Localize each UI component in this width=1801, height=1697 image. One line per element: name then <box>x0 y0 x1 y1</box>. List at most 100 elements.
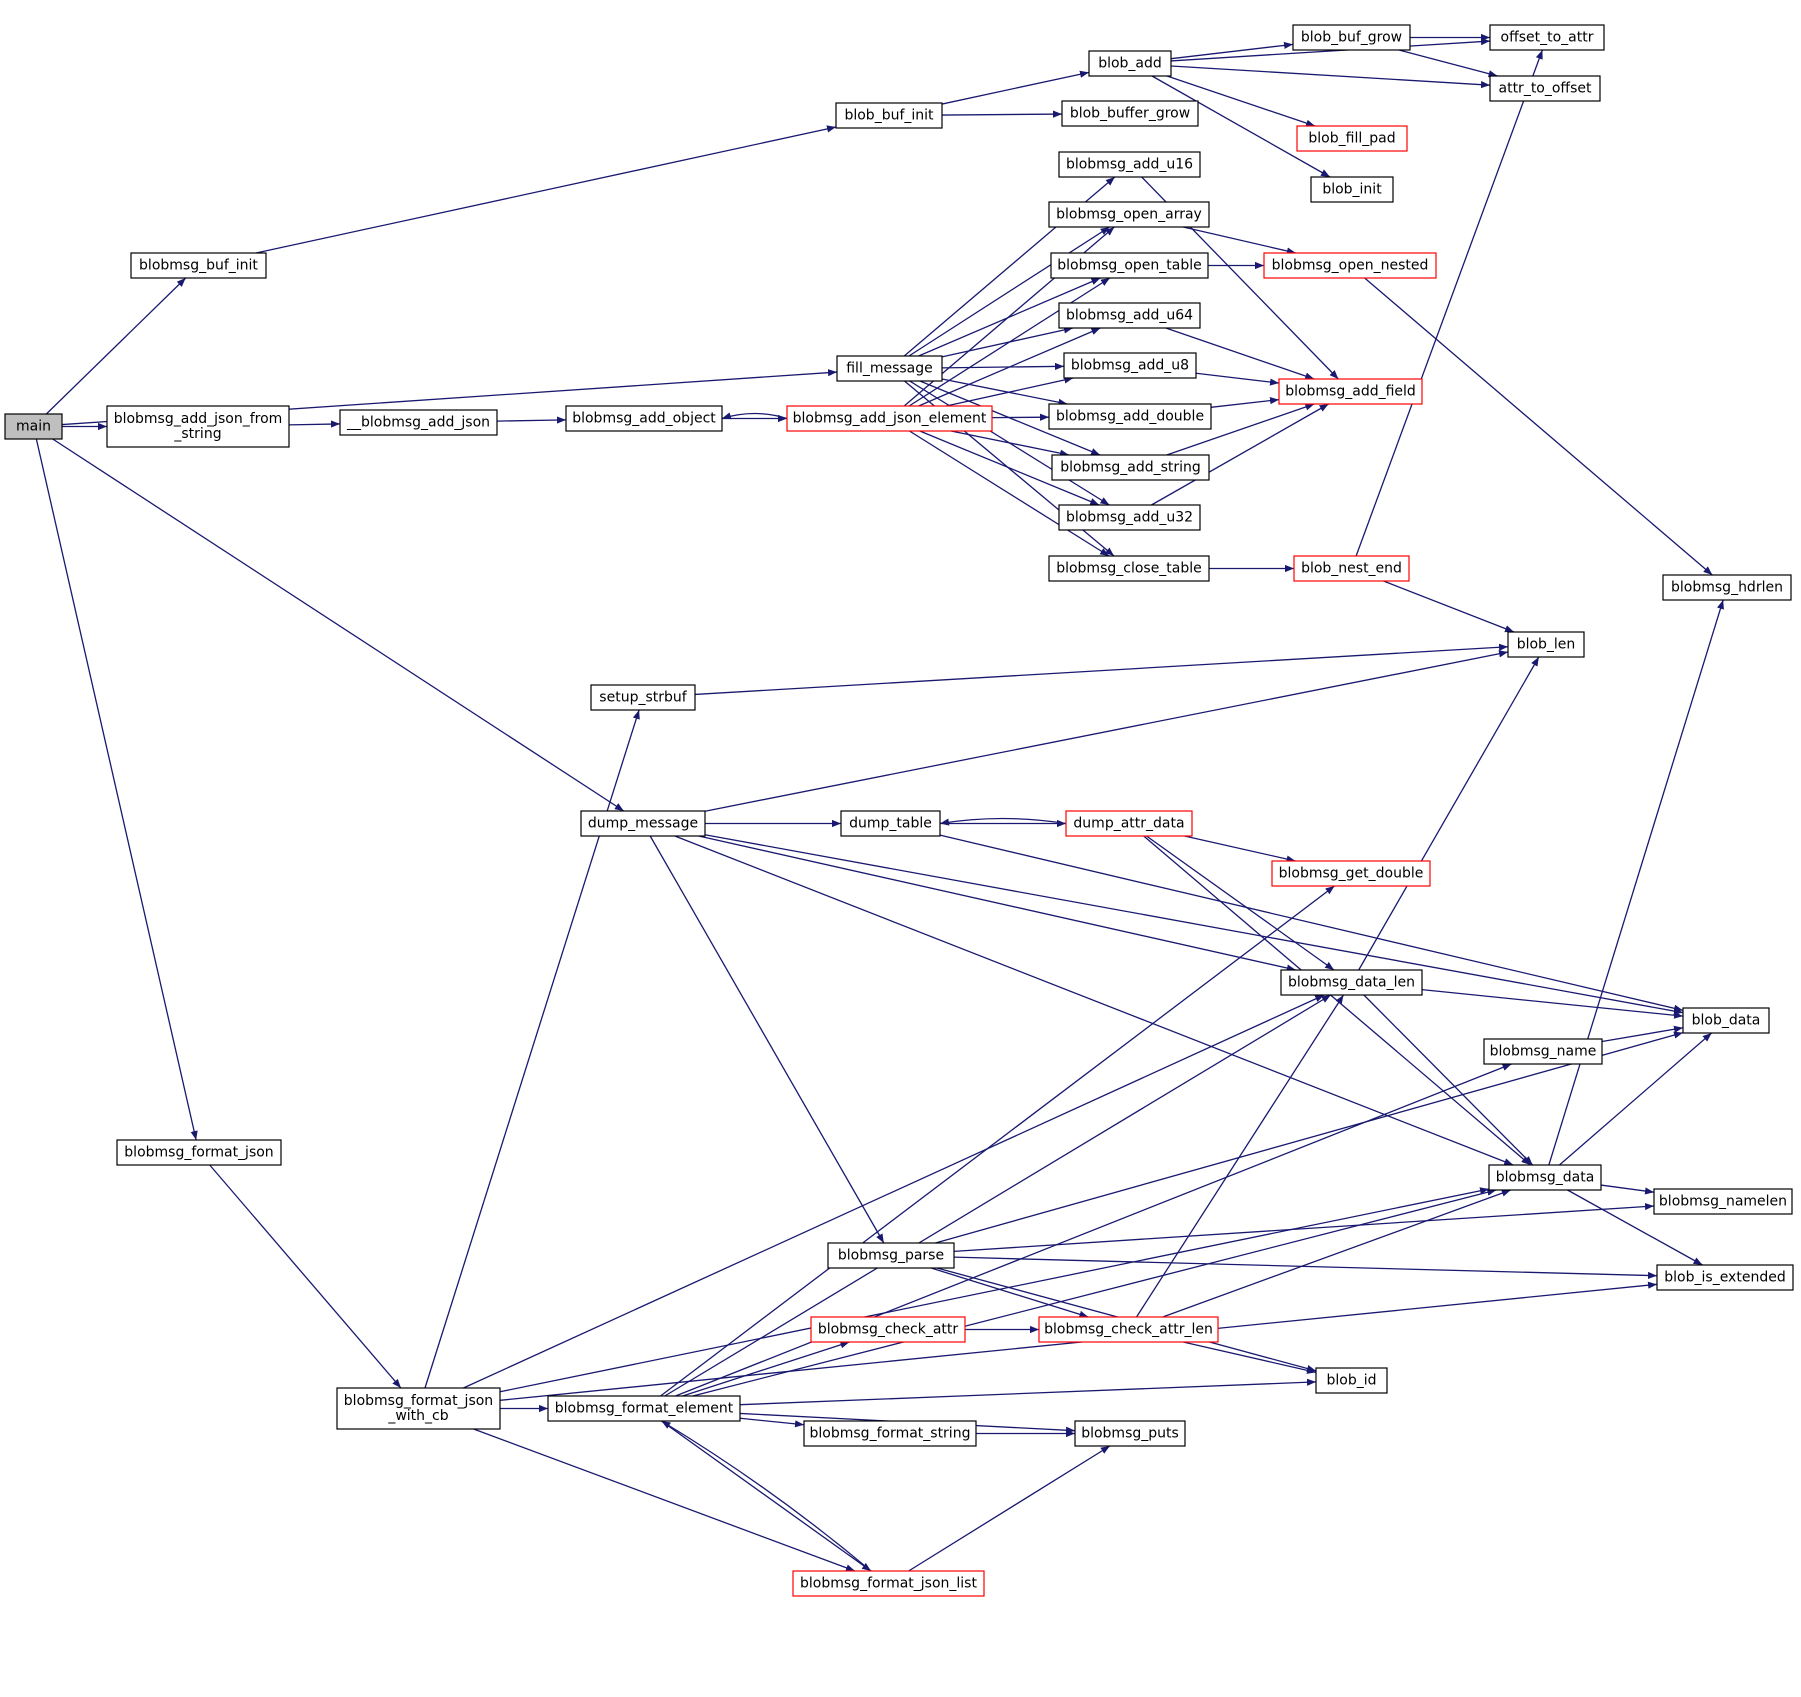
node-box <box>1048 555 1210 582</box>
node-label: blobmsg_add_u64 <box>1066 308 1193 324</box>
node-box <box>1293 555 1410 582</box>
node-blobmsg_add_double[interactable]: blobmsg_add_double <box>1048 403 1212 430</box>
node-label: blobmsg_name <box>1490 1044 1597 1060</box>
node-blobmsg_add_string[interactable]: blobmsg_add_string <box>1051 454 1210 481</box>
node-fill_message[interactable]: fill_message <box>836 355 943 382</box>
node-label: blob_nest_end <box>1301 561 1402 577</box>
node-blobmsg_add_u32[interactable]: blobmsg_add_u32 <box>1058 504 1201 531</box>
edge-blobmsg_check_attr_len-to-blobmsg_data_len <box>1135 994 1345 1318</box>
node-blobmsg_parse[interactable]: blobmsg_parse <box>827 1242 955 1269</box>
node-label: main <box>16 419 51 435</box>
edge-setup_strbuf-to-blob_len <box>694 643 1509 696</box>
node-blobmsg_add_u16[interactable]: blobmsg_add_u16 <box>1058 151 1201 178</box>
node-blobmsg_get_double[interactable]: blobmsg_get_double <box>1271 860 1431 887</box>
node-blob_buf_init[interactable]: blob_buf_init <box>835 102 943 129</box>
node-box <box>1507 631 1585 658</box>
node-label: blobmsg_puts <box>1081 1426 1179 1442</box>
edge-blobmsg_format_element-to-blobmsg_get_double <box>660 885 1335 1397</box>
node-label: blob_buffer_grow <box>1070 106 1190 122</box>
node-blobmsg_format_json_with_cb[interactable]: blobmsg_format_json_with_cb <box>336 1387 501 1430</box>
edge-blobmsg_format_json_with_cb-to-blobmsg_data <box>499 1187 1490 1393</box>
node-blobmsg_hdrlen[interactable]: blobmsg_hdrlen <box>1662 574 1792 601</box>
edge-fill_message-to-blobmsg_add_string <box>919 380 1101 456</box>
edge-blobmsg_format_json-to-blobmsg_format_json_with_cb <box>209 1164 402 1389</box>
node-blob_init[interactable]: blob_init <box>1310 176 1394 203</box>
edge-blobmsg_format_element-to-blobmsg_check_attr <box>682 1341 850 1397</box>
node-blobmsg_check_attr[interactable]: blobmsg_check_attr <box>810 1316 966 1343</box>
node-blob_fill_pad[interactable]: blob_fill_pad <box>1296 125 1408 152</box>
edge-dump_message-to-blob_len <box>704 650 1509 812</box>
node-main[interactable]: main <box>4 413 63 440</box>
node-blob_is_extended[interactable]: blob_is_extended <box>1656 1264 1794 1291</box>
node-blobmsg_open_array[interactable]: blobmsg_open_array <box>1048 201 1210 228</box>
node-box <box>339 409 498 436</box>
edge-dump_message-to-blobmsg_data <box>674 835 1514 1166</box>
node-blobmsg_format_json_list[interactable]: blobmsg_format_json_list <box>792 1570 985 1597</box>
node-setup_strbuf[interactable]: setup_strbuf <box>590 684 696 711</box>
node-attr_to_offset[interactable]: attr_to_offset <box>1489 75 1601 102</box>
node-box <box>1489 24 1605 51</box>
node-box <box>1050 252 1209 279</box>
node-label: blobmsg_data_len <box>1288 975 1415 991</box>
node-blobmsg_add_field[interactable]: blobmsg_add_field <box>1278 378 1423 405</box>
node-box <box>786 405 993 432</box>
node-label: setup_strbuf <box>599 690 687 706</box>
node-__blobmsg_add_json[interactable]: __blobmsg_add_json <box>339 409 498 436</box>
node-blob_add[interactable]: blob_add <box>1088 50 1172 77</box>
edge-fill_message-to-blobmsg_add_double <box>941 378 1068 406</box>
node-label: blobmsg_open_nested <box>1272 258 1429 274</box>
node-blobmsg_data[interactable]: blobmsg_data <box>1488 1164 1602 1191</box>
node-label: blobmsg_format_string <box>810 1426 971 1442</box>
node-blobmsg_check_attr_len[interactable]: blobmsg_check_attr_len <box>1038 1316 1219 1343</box>
node-label: offset_to_attr <box>1501 30 1594 46</box>
node-blobmsg_add_json_element[interactable]: blobmsg_add_json_element <box>786 405 993 432</box>
node-blobmsg_format_element[interactable]: blobmsg_format_element <box>547 1395 741 1422</box>
node-box <box>1483 1038 1603 1065</box>
node-dump_message[interactable]: dump_message <box>580 810 706 837</box>
node-blobmsg_puts[interactable]: blobmsg_puts <box>1074 1420 1186 1447</box>
node-blobmsg_format_string[interactable]: blobmsg_format_string <box>803 1420 977 1447</box>
edge-blobmsg_data-to-blobmsg_namelen <box>1600 1184 1655 1195</box>
edge-fill_message-to-blobmsg_add_u8 <box>941 362 1065 371</box>
node-blobmsg_format_json[interactable]: blobmsg_format_json <box>116 1139 282 1166</box>
node-box <box>1061 100 1199 127</box>
node-blobmsg_name[interactable]: blobmsg_name <box>1483 1038 1603 1065</box>
node-box <box>580 810 706 837</box>
edge-blobmsg_data_len-to-blob_data <box>1421 989 1684 1019</box>
edge-main-to-dump_message <box>52 438 625 812</box>
node-blobmsg_buf_init[interactable]: blobmsg_buf_init <box>130 252 267 279</box>
node-box <box>1278 378 1423 405</box>
node-blobmsg_namelen[interactable]: blobmsg_namelen <box>1653 1188 1793 1215</box>
edge-blobmsg_open_array-to-blobmsg_open_nested <box>1183 226 1296 255</box>
node-box <box>1048 403 1212 430</box>
node-label: blobmsg_get_double <box>1279 866 1424 882</box>
node-blobmsg_add_u8[interactable]: blobmsg_add_u8 <box>1063 352 1197 379</box>
node-blob_len[interactable]: blob_len <box>1507 631 1585 658</box>
node-box <box>116 1139 282 1166</box>
node-dump_table[interactable]: dump_table <box>840 810 941 837</box>
node-blobmsg_close_table[interactable]: blobmsg_close_table <box>1048 555 1210 582</box>
node-blob_buffer_grow[interactable]: blob_buffer_grow <box>1061 100 1199 127</box>
node-blobmsg_add_object[interactable]: blobmsg_add_object <box>565 405 723 432</box>
node-label: blob_is_extended <box>1664 1270 1785 1286</box>
node-offset_to_attr[interactable]: offset_to_attr <box>1489 24 1605 51</box>
node-blob_nest_end[interactable]: blob_nest_end <box>1293 555 1410 582</box>
node-blobmsg_open_table[interactable]: blobmsg_open_table <box>1050 252 1209 279</box>
node-box <box>1488 1164 1602 1191</box>
node-label: blobmsg_add_object <box>572 411 716 427</box>
node-label: blobmsg_format_json_list <box>800 1576 977 1592</box>
node-box <box>4 413 63 440</box>
edge-blobmsg_data_len-to-blobmsg_data <box>1363 994 1534 1166</box>
edge-blobmsg_format_json_with_cb-to-blobmsg_format_json_list <box>473 1428 856 1572</box>
node-blob_id[interactable]: blob_id <box>1315 1367 1388 1394</box>
node-blobmsg_add_json_from_string[interactable]: blobmsg_add_json_from_string <box>106 405 290 448</box>
node-box <box>1292 24 1411 51</box>
node-blobmsg_data_len[interactable]: blobmsg_data_len <box>1280 969 1423 996</box>
edge-blobmsg_add_json_element-to-blobmsg_close_table <box>909 430 1110 557</box>
node-blob_data[interactable]: blob_data <box>1682 1007 1770 1034</box>
node-blobmsg_open_nested[interactable]: blobmsg_open_nested <box>1263 252 1437 279</box>
node-dump_attr_data[interactable]: dump_attr_data <box>1065 810 1193 837</box>
node-label: blobmsg_format_json <box>124 1145 273 1161</box>
node-blobmsg_add_u64[interactable]: blobmsg_add_u64 <box>1058 302 1201 329</box>
node-blob_buf_grow[interactable]: blob_buf_grow <box>1292 24 1411 51</box>
